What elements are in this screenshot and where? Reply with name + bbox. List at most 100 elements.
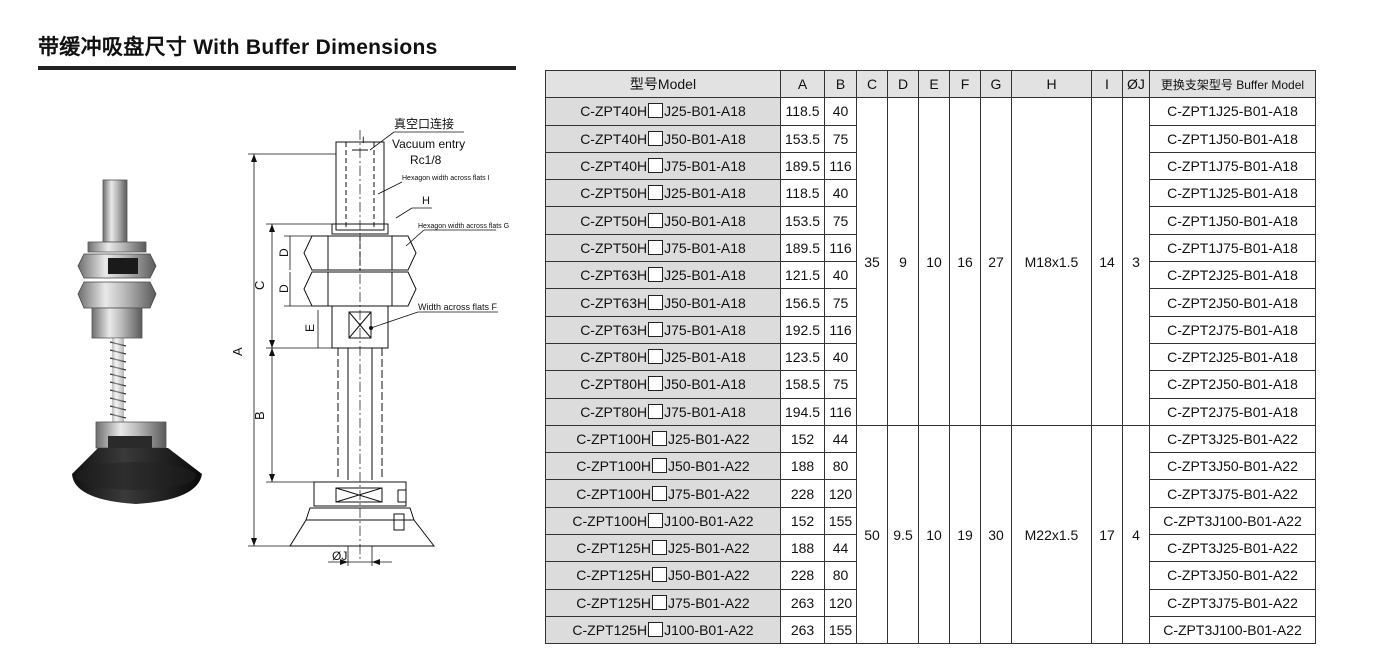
value-b: 120: [824, 479, 857, 508]
value-a: 152: [780, 424, 825, 454]
shared-value-d: 9: [887, 97, 919, 426]
model-prefix: C-ZPT80H: [580, 376, 648, 393]
buffer-model-cell: C-ZPT1J75-B01-A18: [1149, 233, 1316, 263]
placeholder-box-icon: [648, 294, 664, 310]
shared-value-i: 17: [1091, 424, 1123, 645]
placeholder-box-icon: [648, 349, 664, 365]
placeholder-box-icon: [648, 212, 664, 228]
buffer-model-cell: C-ZPT2J25-B01-A18: [1149, 342, 1316, 372]
dim-i-label: I: [362, 135, 365, 145]
placeholder-box-icon: [648, 403, 664, 419]
product-photo: [72, 179, 202, 504]
value-a: 194.5: [780, 397, 825, 426]
value-a: 153.5: [780, 124, 825, 153]
model-prefix: C-ZPT40H: [580, 130, 648, 147]
model-suffix: J50-B01-A22: [667, 458, 750, 475]
value-b: 155: [824, 615, 857, 645]
value-b: 40: [824, 342, 857, 372]
model-prefix: C-ZPT80H: [580, 403, 648, 420]
model-prefix: C-ZPT63H: [580, 267, 648, 284]
buffer-model-cell: C-ZPT2J50-B01-A18: [1149, 288, 1316, 317]
vacuum-thread-label: Rc1/8: [410, 153, 442, 167]
header-j: ØJ: [1122, 69, 1150, 99]
shared-value-f: 16: [949, 97, 981, 426]
value-a: 156.5: [780, 288, 825, 317]
model-prefix: C-ZPT125H: [576, 567, 651, 584]
buffer-model-cell: C-ZPT3J75-B01-A22: [1149, 588, 1316, 617]
shared-value-h: M18x1.5: [1011, 97, 1092, 426]
placeholder-box-icon: [648, 622, 664, 638]
placeholder-box-icon: [648, 103, 664, 119]
model-suffix: J25-B01-A22: [667, 431, 750, 447]
placeholder-box-icon: [648, 239, 664, 255]
placeholder-box-icon: [648, 512, 664, 528]
buffer-model-cell: C-ZPT1J50-B01-A18: [1149, 124, 1316, 153]
shared-value-i: 14: [1091, 97, 1123, 426]
placeholder-box-icon: [648, 321, 664, 337]
dim-e-label: E: [303, 324, 317, 332]
model-suffix: J25-B01-A18: [664, 185, 746, 202]
buffer-model-cell: C-ZPT1J75-B01-A18: [1149, 151, 1316, 181]
header-g: G: [980, 69, 1012, 99]
buffer-model-cell: C-ZPT2J25-B01-A18: [1149, 261, 1316, 290]
placeholder-box-icon: [651, 458, 667, 474]
shared-value-g: 30: [980, 424, 1012, 645]
placeholder-box-icon: [648, 158, 664, 174]
model-prefix: C-ZPT40H: [580, 103, 648, 120]
model-suffix: J25-B01-A22: [667, 540, 750, 557]
buffer-model-cell: C-ZPT2J50-B01-A18: [1149, 370, 1316, 399]
shared-value-c: 35: [856, 97, 888, 426]
value-b: 44: [824, 424, 857, 454]
model-prefix: C-ZPT63H: [580, 294, 648, 311]
model-prefix: C-ZPT100H: [572, 512, 648, 529]
model-suffix: J50-B01-A18: [664, 376, 746, 393]
shared-value-e: 10: [918, 97, 950, 426]
vacuum-entry-label: Vacuum entry: [392, 137, 465, 151]
header-f: F: [949, 69, 981, 99]
model-prefix: C-ZPT50H: [580, 212, 648, 229]
value-a: 263: [780, 588, 825, 617]
value-a: 228: [780, 479, 825, 508]
model-prefix: C-ZPT125H: [576, 540, 651, 557]
buffer-model-cell: C-ZPT1J25-B01-A18: [1149, 97, 1316, 126]
model-prefix: C-ZPT125H: [576, 594, 651, 611]
placeholder-box-icon: [651, 594, 667, 610]
model-prefix: C-ZPT125H: [572, 622, 648, 639]
model-suffix: J50-B01-A18: [664, 212, 746, 229]
model-cell: C-ZPT125H J75-B01-A22: [545, 588, 781, 617]
model-prefix: C-ZPT40H: [580, 158, 648, 175]
placeholder-box-icon: [651, 485, 667, 501]
placeholder-box-icon: [648, 267, 664, 283]
dim-b-label: B: [252, 411, 267, 420]
flats-f-label: Width across flats F: [418, 302, 498, 312]
model-suffix: J75-B01-A22: [667, 594, 750, 611]
shared-value-c: 50: [856, 424, 888, 645]
value-a: 153.5: [780, 206, 825, 235]
shared-value-f: 19: [949, 424, 981, 645]
header-buffer-model: 更换支架型号 Buffer Model: [1149, 69, 1316, 99]
buffer-model-cell: C-ZPT2J75-B01-A18: [1149, 315, 1316, 344]
value-a: 189.5: [780, 233, 825, 263]
placeholder-box-icon: [651, 540, 667, 556]
value-b: 155: [824, 506, 857, 536]
shared-value-h: M22x1.5: [1011, 424, 1092, 645]
model-prefix: C-ZPT50H: [580, 239, 648, 256]
buffer-model-cell: C-ZPT3J100-B01-A22: [1149, 506, 1316, 536]
value-b: 40: [824, 261, 857, 290]
value-b: 44: [824, 534, 857, 563]
title-underline: [38, 66, 516, 70]
